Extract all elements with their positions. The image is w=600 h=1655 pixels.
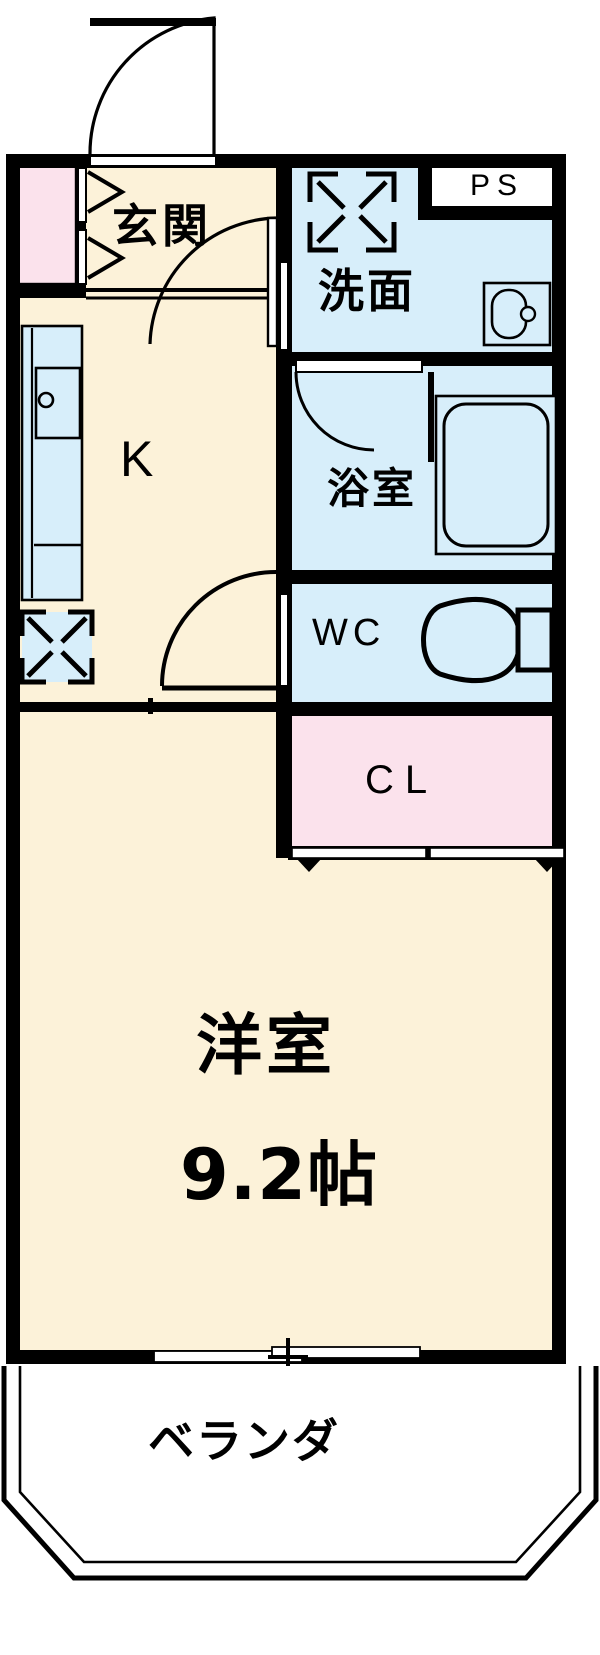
shoe-closet-outline — [16, 164, 78, 286]
kitchen-faucet-icon — [37, 391, 55, 409]
washer-diagonal-senmen-4 — [358, 214, 388, 244]
entrance-door-swing-icon — [88, 16, 216, 155]
washer-space-diagonal-2 — [60, 616, 88, 644]
washer-space-bracket-tr-senmen — [366, 171, 397, 202]
washer-space-bracket-tr — [68, 609, 95, 636]
sliding-glass-door-icon-right — [271, 1346, 421, 1359]
washer-space-bracket-tl — [19, 609, 46, 636]
kitchen-door-jamb — [148, 698, 153, 714]
entrance-door-leaf — [90, 18, 216, 26]
washer-diagonal-senmen-2 — [358, 180, 388, 210]
washer-diagonal-senmen-1 — [316, 180, 346, 210]
wc-group — [279, 593, 555, 687]
wall-kitchen-main-room — [6, 702, 286, 712]
balcony-outline-inner — [18, 1366, 582, 1564]
wall-left — [6, 154, 20, 1364]
sliding-closet-door-icon-right — [534, 858, 560, 872]
double-door-icon-upper — [86, 170, 126, 214]
balcony-outline-group — [1, 1366, 599, 1581]
washer-space-diagonal-3 — [26, 650, 54, 678]
wall-bath-wc — [276, 570, 566, 584]
genkan-step-group — [86, 288, 276, 300]
wall-wc-closet — [276, 702, 566, 716]
toilet-icon — [421, 597, 523, 683]
shoe-closet-door-leaf-upper — [77, 167, 87, 223]
washer-diagonal-senmen-3 — [316, 214, 346, 244]
shoe-closet-door-leaf-lower — [77, 229, 87, 285]
kitchen-sink-group — [20, 324, 84, 602]
double-door-icon-lower — [86, 236, 126, 280]
balcony-outline-outer — [1, 1366, 599, 1581]
interior-door-swing-icon-kitchen — [160, 570, 277, 687]
washer-space-diagonal-4 — [60, 650, 88, 678]
wall-ps-bottom — [418, 206, 566, 220]
senmen-door-leaf — [279, 261, 289, 351]
wc-door-leaf — [279, 593, 289, 687]
shoe-closet-group[interactable] — [16, 164, 126, 286]
toilet-tank-icon — [515, 607, 555, 673]
interior-door-swing-icon-genkan — [148, 216, 277, 345]
closet-doors-group[interactable] — [288, 846, 566, 872]
washer-space-kitchen-group — [19, 609, 95, 685]
kitchen-room-door-group[interactable] — [148, 570, 277, 714]
wall-ps-left — [418, 154, 432, 220]
wall-closet-left — [276, 702, 292, 858]
closet-door-panel-right — [429, 847, 565, 859]
entrance-door-group[interactable] — [88, 16, 217, 167]
closet-floor-fill — [292, 714, 566, 848]
bathtub-partition — [428, 372, 434, 462]
wall-shoe-closet-bottom — [6, 284, 86, 298]
sliding-closet-door-icon-left — [296, 858, 322, 872]
vanity-faucet-icon — [519, 305, 537, 323]
bathtub-icon — [442, 402, 550, 548]
washer-space-bracket-bl — [19, 658, 46, 685]
bath-group — [294, 359, 558, 556]
bath-door-threshold — [295, 359, 423, 373]
washer-space-bracket-br-senmen — [366, 222, 397, 253]
genkan-interior-door-group[interactable] — [148, 216, 279, 348]
closet-door-panel-left — [291, 847, 427, 859]
wall-shoe-closet-right — [76, 166, 86, 290]
washer-space-bracket-tl-senmen — [307, 171, 338, 202]
wall-right — [552, 154, 566, 1364]
bath-door-swing-icon — [294, 371, 375, 452]
washer-space-bracket-br — [68, 658, 95, 685]
senmen-group — [307, 171, 552, 347]
genkan-door-leaf — [266, 216, 279, 348]
senmen-door-group[interactable] — [279, 261, 289, 351]
entrance-door-threshold — [89, 155, 217, 167]
washer-space-bracket-bl-senmen — [307, 222, 338, 253]
washer-space-diagonal-1 — [26, 616, 54, 644]
shoe-closet-fill — [18, 166, 76, 284]
